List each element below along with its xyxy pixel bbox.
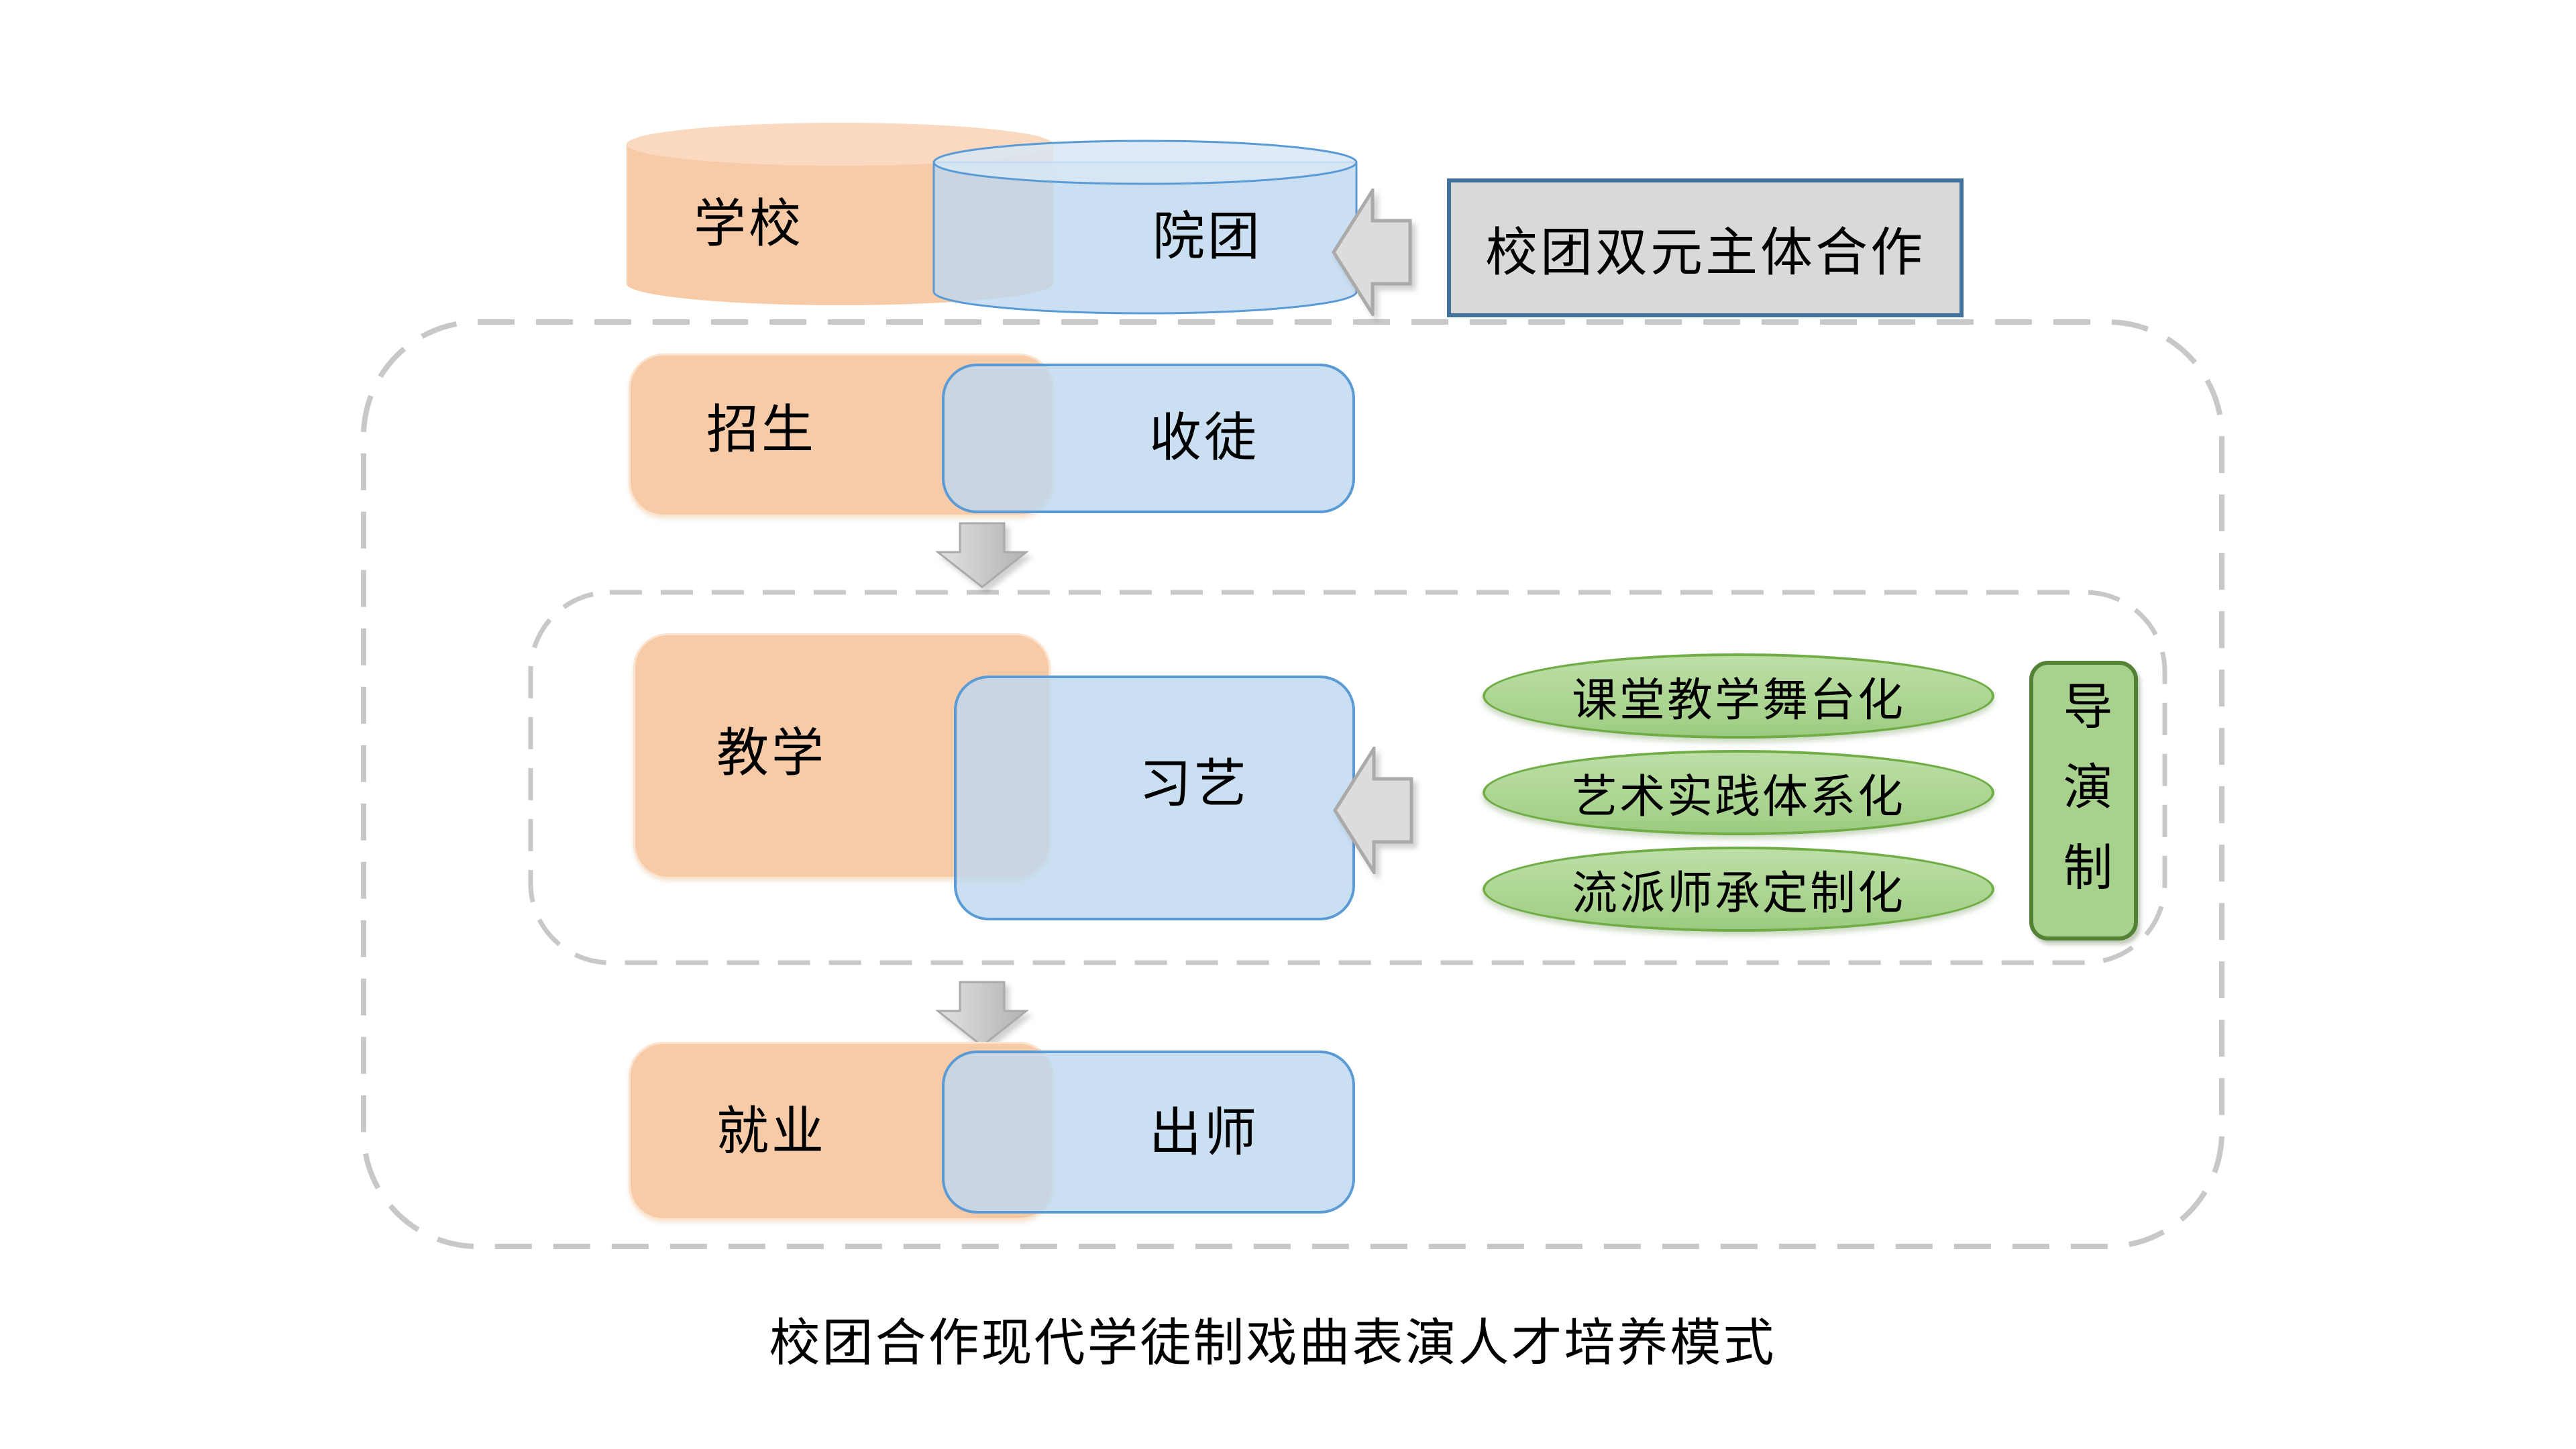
stage1-school-label: 招生 [706, 400, 817, 459]
diagram-caption: 校团合作现代学徒制戏曲表演人才培养模式 [769, 1315, 1776, 1372]
left-arrow-top-icon [1332, 189, 1412, 316]
method-pill-2: 艺术实践体系化 [1483, 750, 1994, 835]
method-pill-3-label: 流派师承定制化 [1571, 868, 1905, 919]
stage2-troupe-box [954, 676, 1355, 920]
stage2-school-label: 教学 [716, 723, 827, 782]
director-system-box: 导演制 [2029, 661, 2138, 941]
method-pill-1: 课堂教学舞台化 [1483, 653, 1994, 739]
stage3-troupe-box [942, 1051, 1355, 1214]
stage1-troupe-box [942, 364, 1355, 513]
down-arrow-2-icon [936, 981, 1028, 1047]
stage3-troupe-label: 出师 [1148, 1103, 1260, 1162]
troupe-cylinder [932, 140, 1358, 315]
stage3-school-label: 就业 [716, 1102, 827, 1161]
stage1-troupe-label: 收徒 [1148, 408, 1260, 467]
method-pill-2-label: 艺术实践体系化 [1571, 771, 1905, 822]
troupe-cylinder-label: 院团 [1152, 207, 1263, 266]
cooperation-box-label: 校团双元主体合作 [1485, 222, 1925, 282]
director-system-label: 导演制 [2056, 680, 2112, 922]
school-cylinder-label: 学校 [693, 194, 804, 253]
inner-dashed-frame [528, 590, 2167, 965]
stage2-troupe-label: 习艺 [1138, 754, 1250, 813]
left-arrow-middle-icon [1333, 747, 1413, 874]
method-pill-1-label: 课堂教学舞台化 [1571, 675, 1905, 726]
down-arrow-1-icon [936, 522, 1028, 588]
cooperation-box: 校团双元主体合作 [1447, 178, 1964, 317]
method-pill-3: 流派师承定制化 [1483, 847, 1994, 932]
